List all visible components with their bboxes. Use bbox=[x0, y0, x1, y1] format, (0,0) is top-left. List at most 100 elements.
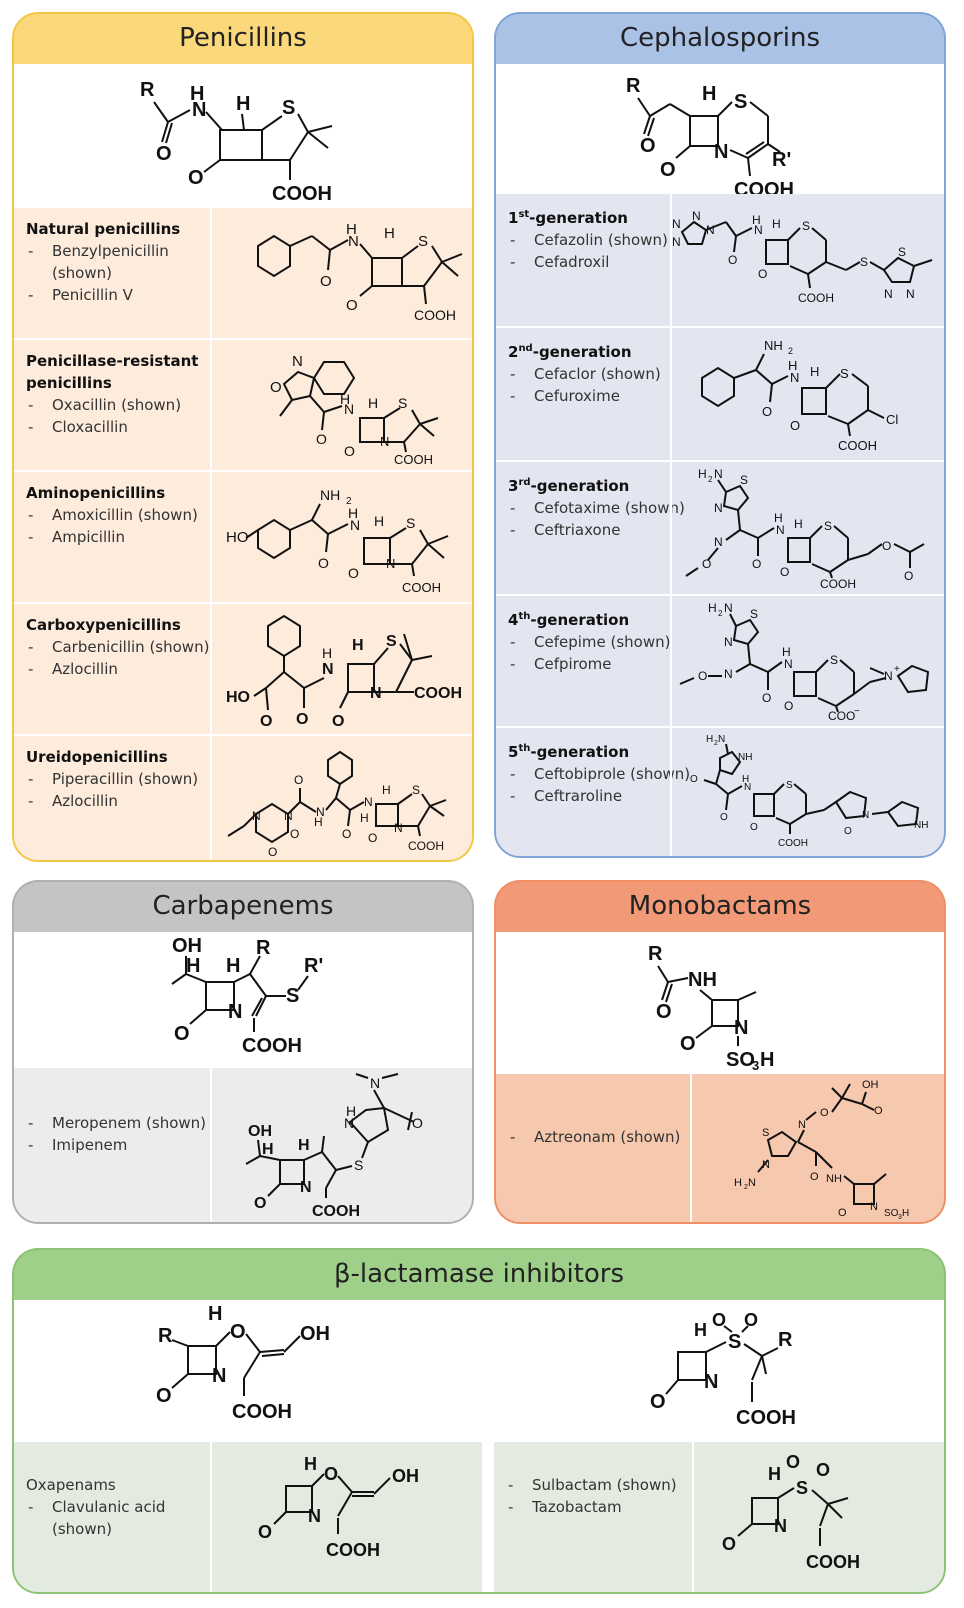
svg-text:S: S bbox=[786, 780, 793, 791]
svg-text:N: N bbox=[350, 517, 360, 533]
class-label: Aminopenicillins bbox=[26, 484, 166, 502]
svg-text:N: N bbox=[364, 795, 373, 809]
list-item: Cefadroxil bbox=[508, 251, 694, 273]
svg-text:NH: NH bbox=[914, 820, 928, 831]
svg-text:H: H bbox=[788, 358, 797, 373]
svg-text:O: O bbox=[690, 774, 698, 785]
svg-text:O: O bbox=[268, 845, 277, 858]
clavam-core-structure: H R O OH N COOH O bbox=[156, 1303, 330, 1423]
svg-text:COOH: COOH bbox=[408, 839, 444, 853]
svg-text:NH: NH bbox=[764, 338, 783, 353]
svg-text:O: O bbox=[296, 711, 308, 728]
list-item: Ceftriaxone bbox=[508, 519, 694, 541]
svg-text:OH: OH bbox=[172, 936, 202, 957]
inhibitors-panel: β-lactamase inhibitors H R O OH N COOH O… bbox=[12, 1248, 946, 1594]
svg-text:O: O bbox=[660, 159, 676, 181]
svg-text:N: N bbox=[322, 661, 334, 678]
svg-text:2: 2 bbox=[744, 1184, 748, 1191]
svg-text:R: R bbox=[158, 1325, 173, 1347]
svg-text:H: H bbox=[360, 811, 369, 825]
svg-text:O: O bbox=[784, 699, 793, 713]
svg-text:N: N bbox=[744, 782, 751, 793]
svg-text:N: N bbox=[284, 809, 293, 823]
list-item: Cefazolin (shown) bbox=[508, 229, 694, 251]
svg-text:O: O bbox=[750, 822, 758, 833]
svg-text:COOH: COOH bbox=[798, 291, 834, 305]
svg-text:O: O bbox=[294, 773, 303, 787]
svg-text:NH: NH bbox=[688, 969, 717, 991]
svg-text:O: O bbox=[290, 827, 299, 841]
svg-text:H: H bbox=[382, 783, 391, 797]
carbapenems-title: Carbapenems bbox=[152, 891, 334, 921]
svg-text:H: H bbox=[734, 1177, 742, 1189]
svg-text:N: N bbox=[672, 235, 681, 249]
svg-text:2: 2 bbox=[788, 346, 793, 356]
svg-text:OH: OH bbox=[862, 1079, 879, 1091]
list-item: Benzylpenicillin (shown) bbox=[26, 240, 212, 284]
svg-text:S: S bbox=[354, 1157, 363, 1173]
svg-text:R': R' bbox=[304, 955, 323, 977]
generation-label: 3rd-generation bbox=[508, 477, 630, 495]
svg-text:S: S bbox=[728, 1331, 741, 1353]
svg-text:O: O bbox=[650, 1391, 666, 1413]
svg-text:N: N bbox=[906, 287, 915, 301]
svg-text:O: O bbox=[174, 1023, 190, 1045]
svg-text:O: O bbox=[260, 713, 272, 730]
svg-text:O: O bbox=[762, 404, 772, 419]
svg-text:N: N bbox=[714, 501, 723, 515]
svg-text:S: S bbox=[898, 245, 906, 259]
svg-text:H: H bbox=[314, 815, 323, 829]
svg-text:S: S bbox=[840, 366, 849, 381]
svg-text:NH: NH bbox=[826, 1173, 842, 1185]
svg-text:O: O bbox=[332, 713, 344, 730]
svg-text:COOH: COOH bbox=[326, 1540, 380, 1560]
list-item: Meropenem (shown) bbox=[26, 1112, 212, 1134]
svg-text:N: N bbox=[380, 434, 389, 449]
cephalosporin-row-2nd: 2nd-generation Cefaclor (shown) Cefuroxi… bbox=[494, 328, 946, 460]
penicillin-row-natural: Natural penicillins Benzylpenicillin (sh… bbox=[12, 208, 474, 338]
svg-text:3: 3 bbox=[752, 1058, 759, 1072]
svg-text:N: N bbox=[714, 535, 723, 549]
svg-text:COOH: COOH bbox=[272, 183, 332, 204]
svg-text:S: S bbox=[762, 1127, 769, 1139]
svg-text:NH: NH bbox=[320, 487, 340, 503]
cephalosporin-core-structure: R O H S R' N COOH O bbox=[626, 75, 794, 201]
svg-text:O: O bbox=[790, 418, 800, 433]
svg-text:H: H bbox=[702, 83, 716, 105]
svg-text:N: N bbox=[704, 1371, 718, 1393]
list-item: Piperacillin (shown) bbox=[26, 768, 212, 790]
svg-text:O: O bbox=[316, 431, 327, 447]
generation-label: 4th-generation bbox=[508, 611, 630, 629]
svg-text:R: R bbox=[140, 79, 155, 101]
list-item: Carbenicillin (shown) bbox=[26, 636, 212, 658]
svg-text:N: N bbox=[252, 809, 261, 823]
svg-text:N: N bbox=[862, 810, 869, 821]
penicillin-row-penicillinase-resistant: Penicillase-resistant penicillins Oxacil… bbox=[12, 340, 474, 470]
svg-text:COOH: COOH bbox=[414, 685, 462, 702]
list-item: Cefepime (shown) bbox=[508, 631, 694, 653]
svg-text:COOH: COOH bbox=[414, 307, 456, 323]
class-label: Natural penicillins bbox=[26, 220, 181, 238]
svg-text:R': R' bbox=[772, 149, 791, 171]
svg-text:N: N bbox=[344, 1115, 354, 1131]
carbapenem-core-structure: OH H H R S R' N COOH O bbox=[171, 936, 323, 1057]
svg-text:S: S bbox=[406, 515, 415, 531]
svg-text:COOH: COOH bbox=[312, 1203, 360, 1220]
svg-text:O: O bbox=[342, 827, 351, 841]
list-item: Azlocillin bbox=[26, 790, 212, 812]
svg-text:N: N bbox=[734, 1017, 748, 1039]
svg-text:N: N bbox=[784, 657, 793, 671]
svg-text:O: O bbox=[156, 143, 172, 165]
svg-text:O: O bbox=[348, 565, 359, 581]
svg-text:H: H bbox=[352, 637, 364, 654]
svg-text:O: O bbox=[904, 569, 913, 583]
svg-text:H: H bbox=[186, 955, 200, 977]
svg-text:S: S bbox=[412, 783, 420, 797]
svg-text:S: S bbox=[386, 633, 397, 650]
svg-text:O: O bbox=[346, 297, 358, 314]
